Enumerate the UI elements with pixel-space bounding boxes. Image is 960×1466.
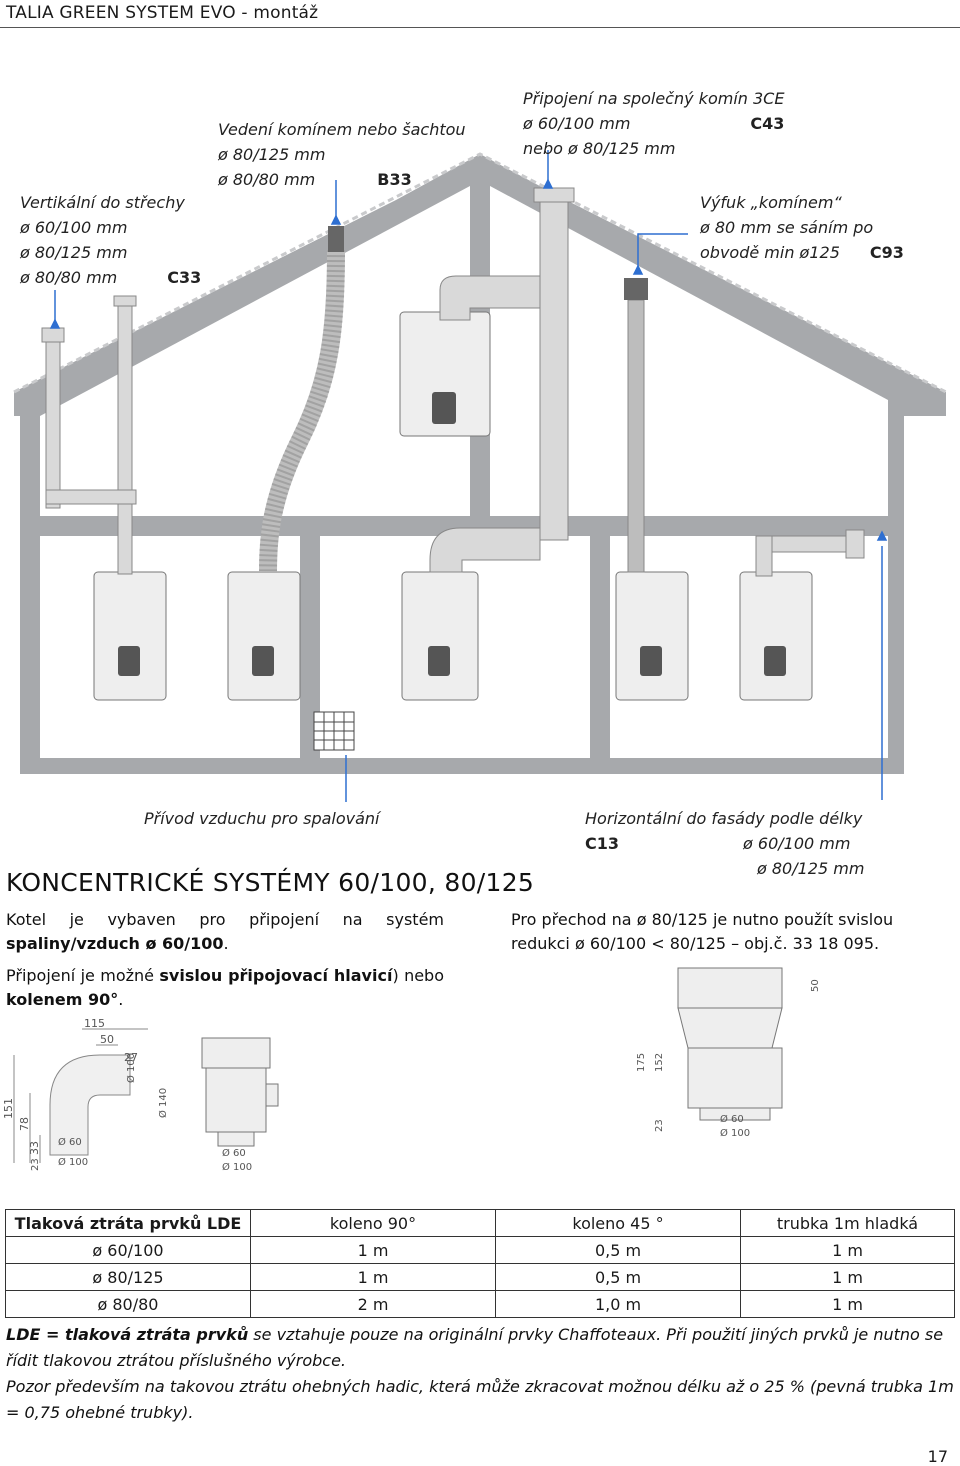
- reducer-dim-23: 23: [654, 1119, 665, 1132]
- table-row: ø 80/125 1 m 0,5 m 1 m: [5, 1263, 955, 1291]
- label-c43-line3: nebo ø 80/125 mm: [523, 139, 676, 158]
- table-cell: 1,0 m: [495, 1290, 741, 1318]
- lde-pressure-loss-table: Tlaková ztráta prvků LDE koleno 90° kole…: [5, 1209, 955, 1318]
- code-c13: C13: [585, 834, 620, 853]
- label-marker-lines: [49, 150, 888, 802]
- boiler-lower-3: [401, 571, 479, 701]
- label-c43: Připojení na společný komín 3CE ø 60/100…: [523, 86, 813, 161]
- table-cell: 1 m: [250, 1263, 496, 1291]
- table-cell: 1 m: [740, 1236, 955, 1264]
- c43-common-chimney: [429, 187, 575, 573]
- footnote-line2: Pozor především na takovou ztrátu ohebný…: [6, 1377, 954, 1422]
- header-rule: [0, 27, 960, 28]
- label-b33: Vedení komínem nebo šachtou ø 80/125 mm …: [218, 117, 488, 192]
- table-header-cell: trubka 1m hladká: [740, 1209, 955, 1237]
- boiler-lower-2: [227, 571, 301, 701]
- table-header-cell: Tlaková ztráta prvků LDE: [5, 1209, 251, 1237]
- code-c33: C33: [167, 268, 202, 287]
- label-c33-line2: ø 60/100 mm: [20, 218, 128, 237]
- elbow-dim-78: 78: [18, 1117, 31, 1131]
- right-paragraph: Pro přechod na ø 80/125 je nutno použít …: [511, 908, 951, 956]
- table-cell: 1 m: [250, 1236, 496, 1264]
- drawing-elbow-90: 115 50 27 Ø 100 151 78 33 23 Ø 60 Ø 100: [2, 1017, 148, 1171]
- footnote-line1: LDE = tlaková ztráta prvků se vztahuje p…: [6, 1325, 944, 1370]
- adapter-dim-d140: Ø 140: [157, 1088, 169, 1118]
- code-b33: B33: [377, 170, 412, 189]
- table-cell: ø 80/125: [5, 1263, 251, 1291]
- table-cell: ø 80/80: [5, 1290, 251, 1318]
- c13-horizontal-pipe: [755, 529, 865, 577]
- label-c93-line2: ø 80 mm se sáním po: [700, 218, 874, 237]
- adapter-dim-d100: Ø 100: [222, 1161, 252, 1173]
- right-paragraph-line1: Pro přechod na ø 80/125 je nutno použít …: [511, 910, 894, 929]
- c33-flue-pipes: [41, 295, 137, 575]
- label-c13-line3: ø 80/125 mm: [757, 859, 865, 878]
- label-c43-line1: Připojení na společný komín 3CE: [523, 89, 785, 108]
- table-cell: 0,5 m: [495, 1263, 741, 1291]
- label-c93-line1: Výfuk „komínem“: [700, 193, 842, 212]
- label-c93: Výfuk „komínem“ ø 80 mm se sáním po obvo…: [700, 190, 940, 265]
- elbow-dim-50: 50: [100, 1033, 114, 1046]
- label-c33-line1: Vertikální do střechy: [20, 193, 185, 212]
- label-c33-line3: ø 80/125 mm: [20, 243, 128, 262]
- label-b33-line1: Vedení komínem nebo šachtou: [218, 120, 466, 139]
- table-row: ø 60/100 1 m 0,5 m 1 m: [5, 1236, 955, 1264]
- table-cell: ø 60/100: [5, 1236, 251, 1264]
- right-paragraph-line2: redukci ø 60/100 < 80/125 – obj.č. 33 18…: [511, 934, 880, 953]
- reducer-dim-d100: Ø 100: [720, 1127, 750, 1139]
- elbow-dim-33: 33: [28, 1141, 41, 1155]
- table-header-cell: koleno 90°: [250, 1209, 496, 1237]
- reducer-dim-175: 175: [636, 1053, 647, 1072]
- drawing-reducer: 50 175 152 23 Ø 60 Ø 100: [636, 967, 821, 1139]
- page-number: 17: [927, 1447, 948, 1466]
- elbow-dim-d100: Ø 100: [58, 1156, 88, 1168]
- label-air-intake: Přívod vzduchu pro spalování: [144, 809, 380, 828]
- c93-flex-pipe: [627, 299, 645, 573]
- code-c93: C93: [869, 243, 904, 262]
- boiler-lower-5: [739, 571, 813, 701]
- elbow-dim-23: 23: [30, 1158, 41, 1171]
- label-c33: Vertikální do střechy ø 60/100 mm ø 80/1…: [20, 190, 202, 290]
- label-b33-line2: ø 80/125 mm: [218, 145, 326, 164]
- reducer-dim-50: 50: [810, 979, 821, 992]
- attic-room-right: [490, 186, 888, 516]
- table-cell: 2 m: [250, 1290, 496, 1318]
- table-row: ø 80/80 2 m 1,0 m 1 m: [5, 1290, 955, 1318]
- label-c13-line1: Horizontální do fasády podle délky: [585, 809, 863, 828]
- left-paragraph-2: Připojení je možné svislou připojovací h…: [6, 966, 444, 1009]
- boiler-attic-1: [399, 311, 491, 437]
- table-cell: 1 m: [740, 1290, 955, 1318]
- code-c43: C43: [750, 114, 785, 133]
- drawing-vertical-adapter: Ø 140 Ø 60 Ø 100: [157, 1037, 279, 1173]
- footnote: LDE = tlaková ztráta prvků se vztahuje p…: [6, 1322, 954, 1426]
- elbow-dim-115: 115: [84, 1017, 105, 1030]
- left-paragraph-1: Kotel je vybaven pro připojení na systém…: [6, 910, 444, 953]
- elbow-dim-151: 151: [2, 1098, 15, 1119]
- elbow-dim-d100-top: Ø 100: [125, 1053, 137, 1083]
- elbow-dim-d60: Ø 60: [58, 1136, 82, 1148]
- table-header-cell: koleno 45 °: [495, 1209, 741, 1237]
- adapter-dim-d60: Ø 60: [222, 1147, 246, 1159]
- house-diagram: [13, 150, 947, 802]
- table-cell: 0,5 m: [495, 1236, 741, 1264]
- reducer-dim-152: 152: [654, 1053, 665, 1072]
- boiler-lower-1: [93, 571, 167, 701]
- attic-room-left: [40, 186, 470, 516]
- page-header-title: TALIA GREEN SYSTEM EVO - montáž: [6, 3, 319, 23]
- section-title: KONCENTRICKÉ SYSTÉMY 60/100, 80/125: [6, 868, 535, 897]
- table-header-row: Tlaková ztráta prvků LDE koleno 90° kole…: [5, 1209, 955, 1237]
- reducer-dim-d60: Ø 60: [720, 1113, 744, 1125]
- elbow-dim-27: 27: [124, 1051, 138, 1064]
- table-cell: 1 m: [740, 1263, 955, 1291]
- boiler-lower-4: [615, 571, 689, 701]
